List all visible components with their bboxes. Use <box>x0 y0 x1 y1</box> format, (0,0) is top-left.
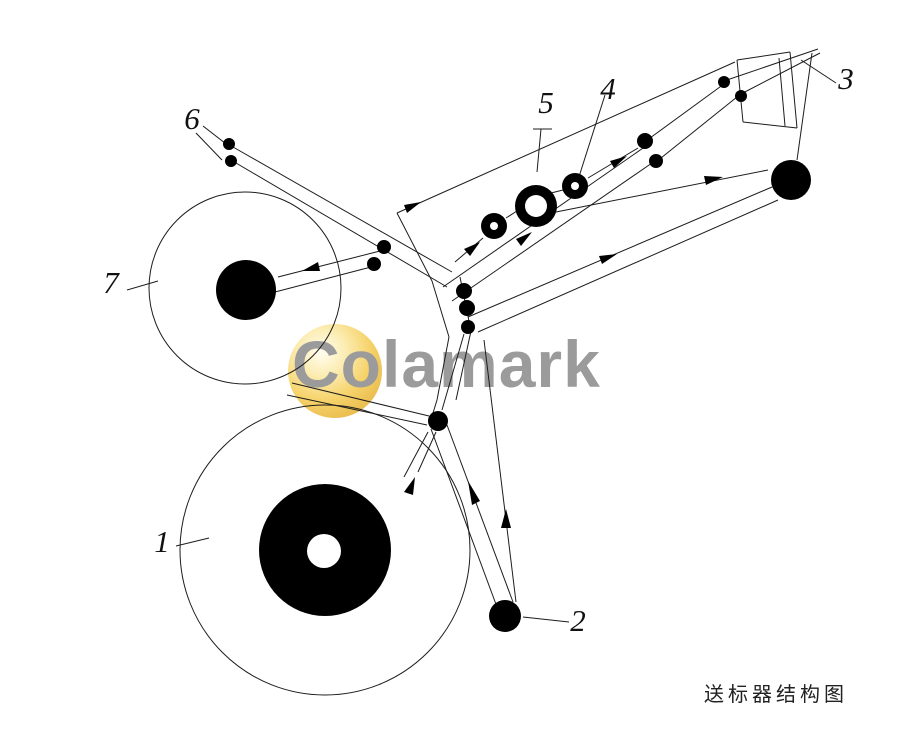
part-label-1: 1 <box>154 524 170 559</box>
reels <box>148 191 471 696</box>
web-line <box>660 96 738 159</box>
leader-line <box>522 616 570 623</box>
rollers <box>223 76 811 632</box>
direction-arrow <box>468 481 480 505</box>
guide-roller <box>461 320 475 334</box>
supply-roll-hub-hole <box>307 534 341 568</box>
part-label-3: 3 <box>837 61 854 96</box>
guide-roller <box>456 283 472 299</box>
web-line <box>417 431 437 473</box>
web-line <box>403 431 429 478</box>
leader-line <box>195 132 223 161</box>
label-leader-lines <box>126 59 837 623</box>
web-line <box>232 146 453 273</box>
web-line <box>235 162 448 288</box>
frame-line <box>477 199 779 333</box>
direction-arrow <box>516 232 532 246</box>
frame-line <box>396 61 736 214</box>
bracket-line <box>742 121 798 129</box>
frame-line <box>467 186 773 318</box>
web-line <box>483 339 517 603</box>
tension-roller-bore <box>525 195 547 217</box>
plate-line <box>455 330 472 401</box>
plate-line <box>396 212 433 282</box>
web-line <box>505 210 518 219</box>
leader-line <box>800 59 837 84</box>
direction-arrow <box>501 509 511 528</box>
bracket-line <box>789 51 798 129</box>
part-labels: 1 2 3 4 5 6 7 <box>103 61 854 638</box>
guide-roller <box>225 155 237 167</box>
leader-line <box>576 94 606 184</box>
supply-roll-outline <box>179 404 471 696</box>
web-line <box>277 250 381 278</box>
direction-arrow <box>704 176 723 185</box>
rewind-roll-hub <box>216 260 276 320</box>
plate-line <box>441 333 465 411</box>
frame-line <box>451 162 653 302</box>
guide-roller <box>428 411 448 431</box>
direction-arrow <box>599 254 617 264</box>
web-line <box>286 394 428 426</box>
rewind-roll-outline <box>148 191 342 385</box>
part-label-4: 4 <box>600 71 616 106</box>
part-label-6: 6 <box>184 101 200 136</box>
plate-line <box>436 336 450 401</box>
plate-line <box>432 399 438 414</box>
part-label-5: 5 <box>538 85 554 120</box>
drive-roller <box>489 600 521 632</box>
guide-roller-axle <box>490 222 498 230</box>
peel-tip-line <box>738 52 821 96</box>
web-line <box>430 428 498 608</box>
press-roller <box>771 160 811 200</box>
web-line <box>796 52 813 161</box>
web-line <box>291 382 430 417</box>
part-label-2: 2 <box>570 603 586 638</box>
guide-roller <box>459 300 475 316</box>
direction-arrow <box>404 477 415 495</box>
bracket-screw <box>735 90 747 102</box>
peel-tip-line <box>723 48 819 82</box>
guide-roller <box>367 257 381 271</box>
guide-roller <box>223 138 235 150</box>
leader-line <box>175 537 210 547</box>
web-line <box>555 169 769 213</box>
guide-roller <box>377 240 391 254</box>
direction-arrow <box>302 262 320 271</box>
guide-roller <box>637 133 653 149</box>
web-line <box>649 83 725 139</box>
direction-arrow <box>404 202 421 213</box>
web-line <box>550 189 564 194</box>
guide-roller-axle <box>571 182 579 190</box>
direction-arrow <box>610 156 627 168</box>
web-line <box>446 424 514 603</box>
leader-line <box>536 128 542 173</box>
part-label-7: 7 <box>103 265 120 300</box>
direction-arrow <box>464 242 480 256</box>
web-line <box>274 266 372 293</box>
plate-line <box>431 280 450 338</box>
watermark-text: Colamark <box>292 327 601 401</box>
guide-roller <box>649 154 663 168</box>
watermark-gold-ball <box>288 324 382 418</box>
caption: 送标器结构图 <box>704 684 848 706</box>
direction-arrows <box>302 156 723 528</box>
leader-line <box>126 280 159 291</box>
bracket-line <box>736 51 791 61</box>
frame-and-web-lines <box>232 48 821 608</box>
bracket-screw <box>718 76 730 88</box>
bracket-line <box>778 57 786 127</box>
